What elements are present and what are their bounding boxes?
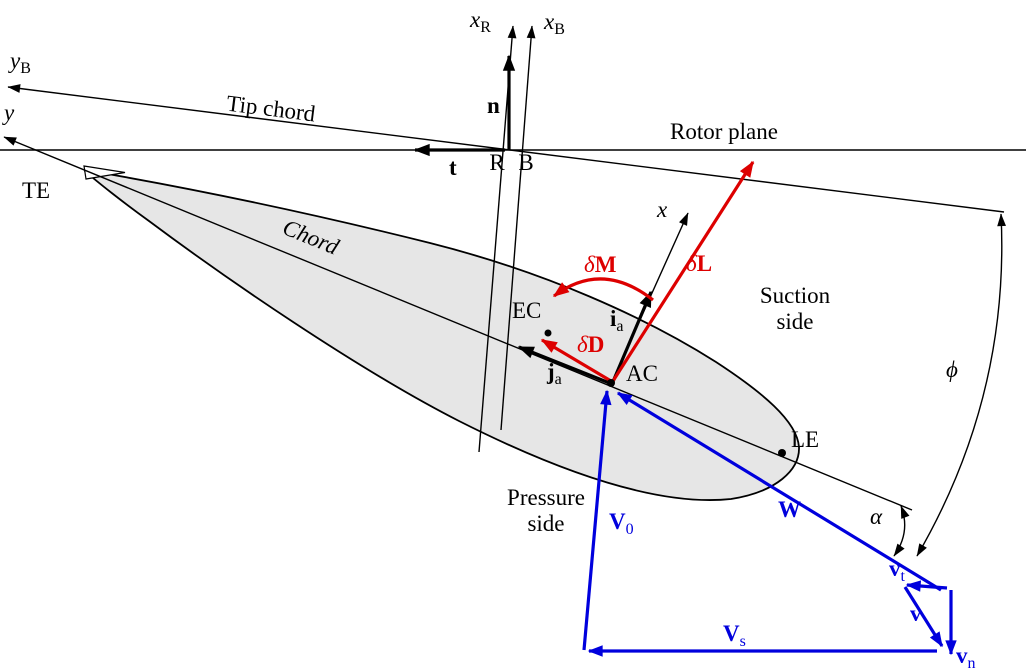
xB-axis-line: [500, 25, 536, 431]
label-ja-vector: ja: [546, 359, 562, 388]
label-vn: vn: [956, 643, 976, 672]
label-B-point: B: [518, 150, 533, 175]
label-leading-edge: LE: [791, 427, 819, 452]
vt-induced-velocity-arrow: [905, 580, 948, 592]
delta-M-moment-arc-arrow: [552, 277, 654, 302]
label-yB-axis: yB: [8, 48, 31, 77]
label-xR-axis: xR: [469, 7, 491, 36]
label-x-axis: x: [656, 197, 668, 222]
label-ia-vector: ia: [610, 306, 624, 335]
tip-chord-line-yB-axis: [7, 84, 1005, 213]
delta-L-lift-arrow: [611, 160, 755, 382]
trailing-edge-notch: [83, 165, 126, 180]
label-alpha-angle: α: [870, 504, 883, 529]
label-suction-side-line2: side: [776, 309, 813, 334]
phi-angle-arc: [916, 213, 1006, 557]
label-phi-angle: ϕ: [946, 357, 958, 382]
aerodynamic-center-point: [607, 379, 615, 387]
airfoil-section-outline: [84, 168, 800, 501]
ja-vector-arrow: [517, 345, 613, 386]
label-R-point: R: [489, 150, 505, 175]
elastic-center-point: [544, 329, 552, 337]
W-relative-velocity-arrow: [616, 391, 942, 592]
label-pressure-side-line2: side: [527, 511, 564, 536]
label-t-vector: t: [449, 155, 457, 180]
label-n-vector: n: [487, 93, 500, 118]
chord-line-y-axis: [3, 136, 913, 511]
V0-velocity-arrow: [582, 389, 612, 651]
label-aerodynamic-center: AC: [626, 361, 658, 386]
label-pressure-side-line1: Pressure: [507, 485, 585, 510]
label-elastic-center: EC: [512, 298, 541, 323]
label-rotor-plane: Rotor plane: [670, 119, 778, 144]
label-delta-D: δD: [577, 332, 604, 357]
v-induced-velocity-arrow: [903, 586, 944, 648]
label-vt: vt: [889, 556, 906, 585]
delta-D-drag-arrow: [540, 338, 612, 383]
label-trailing-edge: TE: [22, 178, 50, 203]
label-delta-M: δM: [584, 252, 617, 277]
leading-edge-point: [778, 449, 786, 457]
label-W: W: [778, 497, 801, 522]
alpha-angle-arc: [893, 505, 910, 557]
label-tip-chord: Tip chord: [225, 91, 317, 127]
label-Vs: Vs: [723, 621, 746, 650]
label-suction-side-line1: Suction: [760, 283, 831, 308]
label-xB-axis: xB: [543, 9, 565, 38]
label-y-axis: y: [2, 100, 15, 125]
xR-axis-line: [478, 25, 517, 453]
label-v: v: [910, 601, 922, 626]
label-V0: V0: [609, 509, 634, 538]
ia-vector-arrow: [610, 290, 653, 385]
label-delta-L: δL: [686, 251, 712, 276]
